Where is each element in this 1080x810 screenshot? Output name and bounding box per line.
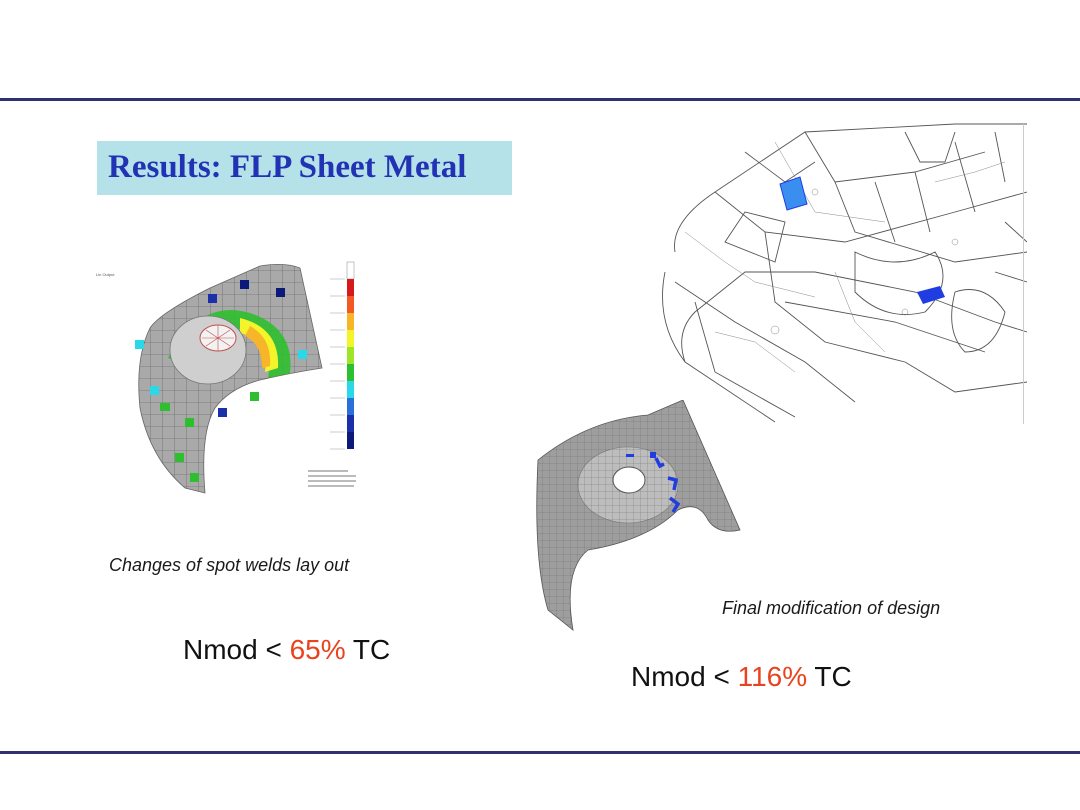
fea-contour-image: Lin Output: [96, 261, 356, 494]
nmod-prefix: Nmod <: [631, 661, 738, 692]
nmod-percent: 65%: [289, 634, 346, 665]
caption-spot-welds: Changes of spot welds lay out: [109, 555, 350, 575]
legend-color-bar: [346, 261, 355, 449]
caption-final-design: Final modification of design: [722, 598, 941, 618]
nmod-suffix: TC: [807, 661, 852, 692]
vehicle-body-wireframe: [662, 123, 1027, 424]
final-design-bracket: [536, 400, 741, 631]
top-rule: [0, 98, 1080, 101]
svg-text:Lin Output: Lin Output: [96, 272, 115, 277]
nmod-result-right: Nmod < 116% TC: [631, 661, 852, 693]
nmod-suffix: TC: [345, 634, 391, 665]
nmod-percent: 116%: [737, 661, 808, 692]
bottom-rule: [0, 751, 1080, 754]
slide-title: Results: FLP Sheet Metal: [108, 149, 467, 185]
nmod-prefix: Nmod <: [183, 634, 290, 665]
title-box: Results: FLP Sheet Metal: [97, 141, 512, 195]
nmod-result-left: Nmod < 65% TC: [183, 634, 390, 666]
